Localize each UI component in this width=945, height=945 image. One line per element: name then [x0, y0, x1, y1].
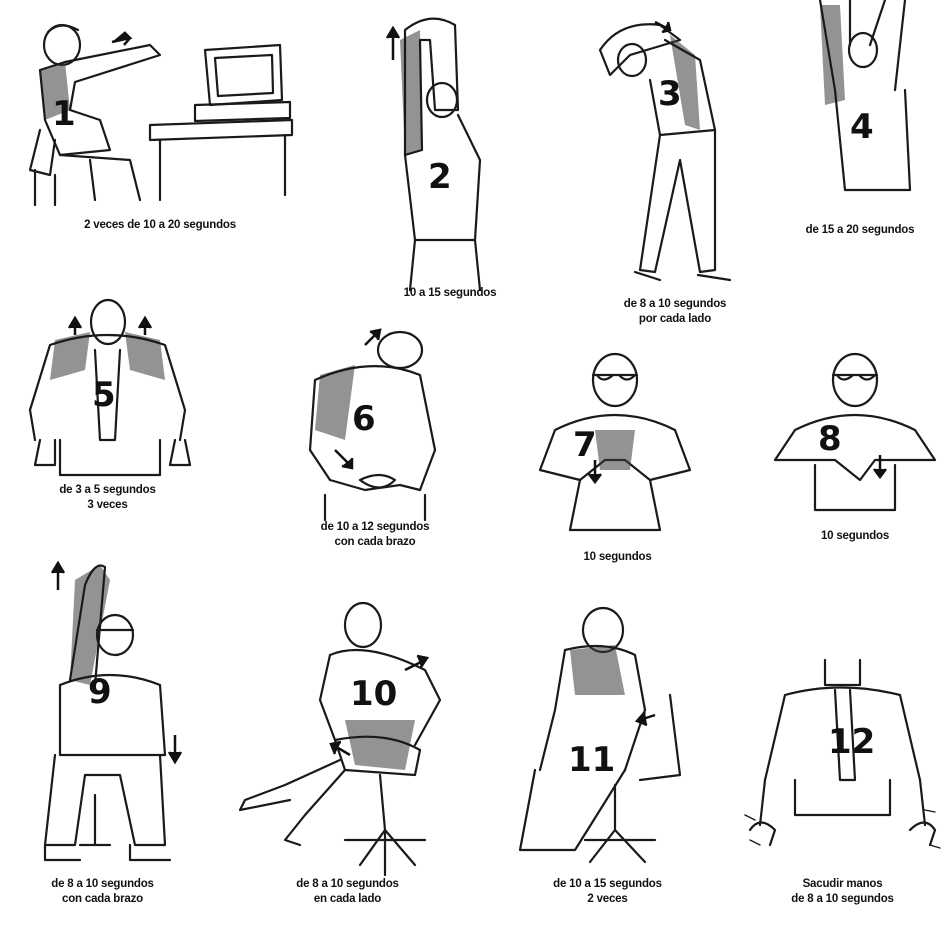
exercise-caption: 10 segundos — [765, 529, 945, 544]
illustration-side-bend-stretch — [598, 20, 732, 282]
caption-line: de 10 a 12 segundos — [320, 521, 430, 533]
illustration-seated-side-reach — [43, 560, 183, 862]
exercise-number: 6 — [352, 399, 376, 439]
exercise-caption: 10 segundos — [525, 550, 710, 565]
exercise-number: 3 — [658, 74, 682, 114]
caption-line: de 8 a 10 segundos — [51, 878, 154, 890]
exercise-caption: Sacudir manos de 8 a 10 segundos — [740, 877, 945, 907]
exercise-number: 11 — [568, 740, 616, 780]
exercise-11: 11 de 10 a 15 segundos 2 veces — [495, 600, 720, 920]
caption-line: Sacudir manos — [802, 878, 883, 890]
caption-line: por cada lado — [638, 313, 712, 325]
illustration-standing-overhead-stretch — [385, 17, 482, 292]
exercise-number: 12 — [828, 722, 876, 762]
exercise-3: 3 de 8 a 10 segundos por cada lado — [570, 0, 770, 340]
exercise-caption: 2 veces de 10 a 20 segundos — [30, 218, 290, 233]
exercise-4: 4 de 15 a 20 segundos — [775, 0, 945, 250]
exercise-8: 8 10 segundos — [765, 340, 945, 555]
exercise-caption: de 10 a 15 segundos 2 veces — [495, 877, 720, 907]
exercise-caption: 10 a 15 segundos — [360, 286, 540, 301]
exercise-caption: de 3 a 5 segundos 3 veces — [0, 483, 215, 513]
exercise-10: 10 de 8 a 10 segundos en cada lado — [225, 600, 470, 920]
exercise-caption: de 10 a 12 segundos con cada brazo — [270, 520, 480, 550]
illustration-behind-back-arm-stretch — [308, 328, 437, 522]
exercise-caption: de 8 a 10 segundos en cada lado — [225, 877, 470, 907]
exercise-number: 10 — [350, 674, 398, 714]
exercise-number: 8 — [818, 419, 842, 459]
illustration-seated-torso-twist — [238, 601, 442, 877]
caption-line: 2 veces de 10 a 20 segundos — [84, 219, 236, 231]
exercise-7: 7 10 segundos — [525, 340, 710, 575]
exercise-caption: de 8 a 10 segundos con cada brazo — [0, 877, 205, 907]
caption-line: en cada lado — [313, 893, 382, 905]
illustration-hand-shake-out — [744, 658, 941, 849]
exercise-12: 12 Sacudir manos de 8 a 10 segundos — [740, 640, 945, 920]
caption-line: de 8 a 10 segundos — [791, 893, 894, 905]
caption-line: de 8 a 10 segundos — [623, 298, 727, 310]
exercise-number: 7 — [573, 425, 597, 465]
caption-line: de 8 a 10 segundos — [296, 878, 399, 890]
caption-line: de 15 a 20 segundos — [805, 224, 915, 236]
illustration-prayer-wrist-stretch — [538, 352, 692, 532]
exercise-number: 2 — [428, 157, 452, 197]
caption-line: 10 a 15 segundos — [403, 287, 497, 299]
exercise-number: 9 — [88, 672, 112, 712]
exercise-6: 6 de 10 a 12 segundos con cada brazo — [270, 320, 480, 560]
exercise-9: 9 de 8 a 10 segundos con cada brazo — [0, 545, 205, 920]
caption-line: con cada brazo — [62, 893, 143, 905]
caption-line: con cada brazo — [334, 536, 416, 548]
caption-line: 10 segundos — [583, 551, 652, 563]
exercise-caption: de 8 a 10 segundos por cada lado — [580, 297, 770, 327]
exercise-number: 5 — [92, 375, 116, 415]
illustration-reverse-wrist-stretch — [773, 352, 937, 512]
exercise-caption: de 15 a 20 segundos — [775, 223, 945, 238]
exercise-5: 5 de 3 a 5 segundos 3 veces — [0, 290, 215, 520]
exercise-2: 2 10 a 15 segundos — [360, 0, 540, 310]
exercise-number: 4 — [850, 107, 874, 147]
caption-line: 3 veces — [87, 499, 128, 511]
caption-line: de 10 a 15 segundos — [553, 878, 662, 890]
caption-line: 2 veces — [587, 893, 628, 905]
illustration-seated-computer-arm-stretch — [28, 23, 294, 207]
illustration-overhead-reach-stretch — [818, 0, 912, 192]
illustration-seated-forward-bend — [518, 606, 682, 864]
illustration-shoulder-shrug — [28, 298, 192, 477]
exercise-1: 1 2 veces de 10 a 20 segundos — [0, 0, 300, 250]
caption-line: 10 segundos — [820, 530, 890, 542]
caption-line: de 3 a 5 segundos — [59, 484, 156, 496]
exercise-number: 1 — [52, 94, 76, 134]
